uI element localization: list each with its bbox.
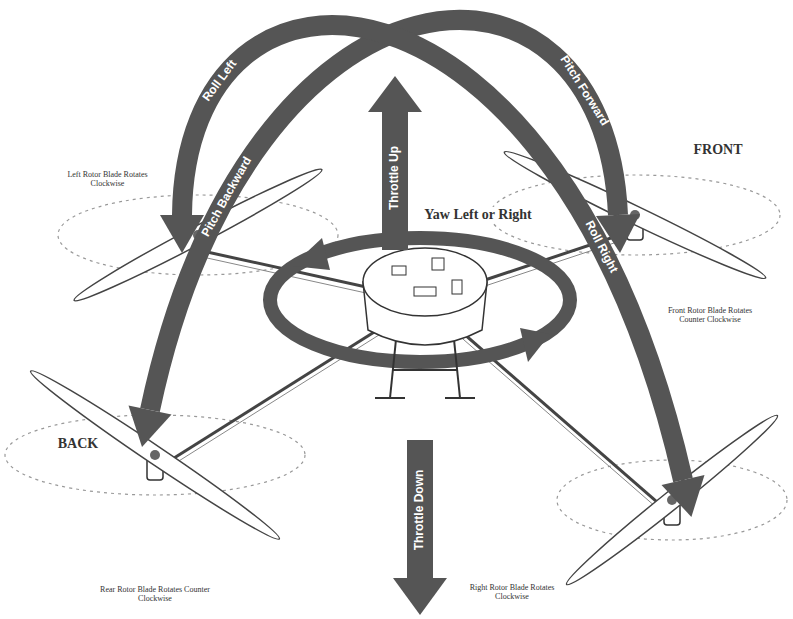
pitch-label: Pitch Forward <box>557 53 611 128</box>
hub <box>363 248 487 345</box>
rotor-note: Front Rotor Blade Rotates Counter Clockw… <box>655 306 765 324</box>
rotor-note: Rear Rotor Blade Rotates Counter Clockwi… <box>90 585 220 603</box>
throttle-arrow <box>368 76 447 615</box>
direction-label: FRONT <box>691 142 746 158</box>
pitch-arrow <box>129 20 641 447</box>
direction-label: BACK <box>55 436 101 452</box>
yaw-label: Yaw Left or Right <box>421 207 534 223</box>
rotor-note: Right Rotor Blade Rotates Clockwise <box>468 583 556 601</box>
throttle-label: Throttle Up <box>388 146 402 210</box>
throttle-label: Throttle Down <box>413 470 427 551</box>
rotor-note: Left Rotor Blade Rotates Clockwise <box>60 170 155 188</box>
yaw-arrow <box>270 238 570 362</box>
